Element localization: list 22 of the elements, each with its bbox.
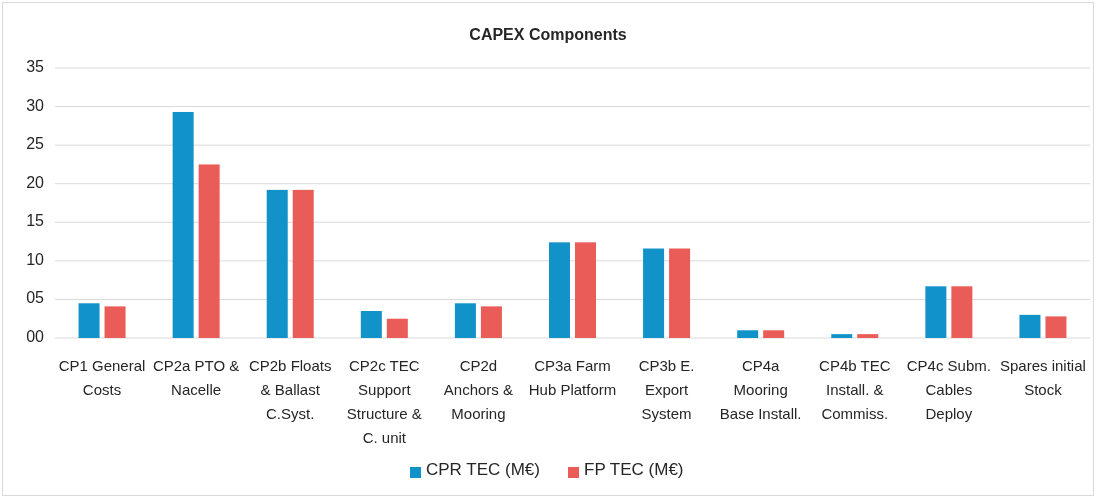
y-axis-tick-label: 10 [25,250,44,269]
category-label: CP3b E. Export System [637,356,696,424]
y-axis-tick-label: 35 [25,58,44,76]
category-label: CP1 General Costs [57,356,147,400]
y-axis-tick-label: 15 [25,212,44,231]
category-label: Spares initial Stock [999,356,1087,400]
category-label: CP4a Mooring Base Install. [718,356,803,424]
y-axis-tick-label: 00 [25,328,44,346]
y-axis-tick-label: 30 [25,96,44,115]
category-label: CP2c TEC Support Structure & C. unit [345,356,423,448]
y-axis-tick-label: 25 [25,135,44,154]
chart-title: CAPEX Components [468,26,628,44]
category-label: CP2d Anchors & Mooring [442,356,514,424]
legend-label: FP TEC (M€) [584,460,684,480]
y-axis-tick-label: 05 [25,289,44,308]
category-label: CP3a Farm Hub Platform [527,356,618,400]
y-axis-tick-label: 20 [25,173,44,192]
legend-label: CPR TEC (M€) [426,460,540,480]
category-label: CP4c Subm. Cables Deploy [905,356,992,424]
category-label: CP2a PTO & Nacelle [151,356,241,400]
category-label: CP2b Floats & Ballast C.Syst. [247,356,333,424]
category-label: CP4b TEC Install. & Commiss. [818,356,892,424]
